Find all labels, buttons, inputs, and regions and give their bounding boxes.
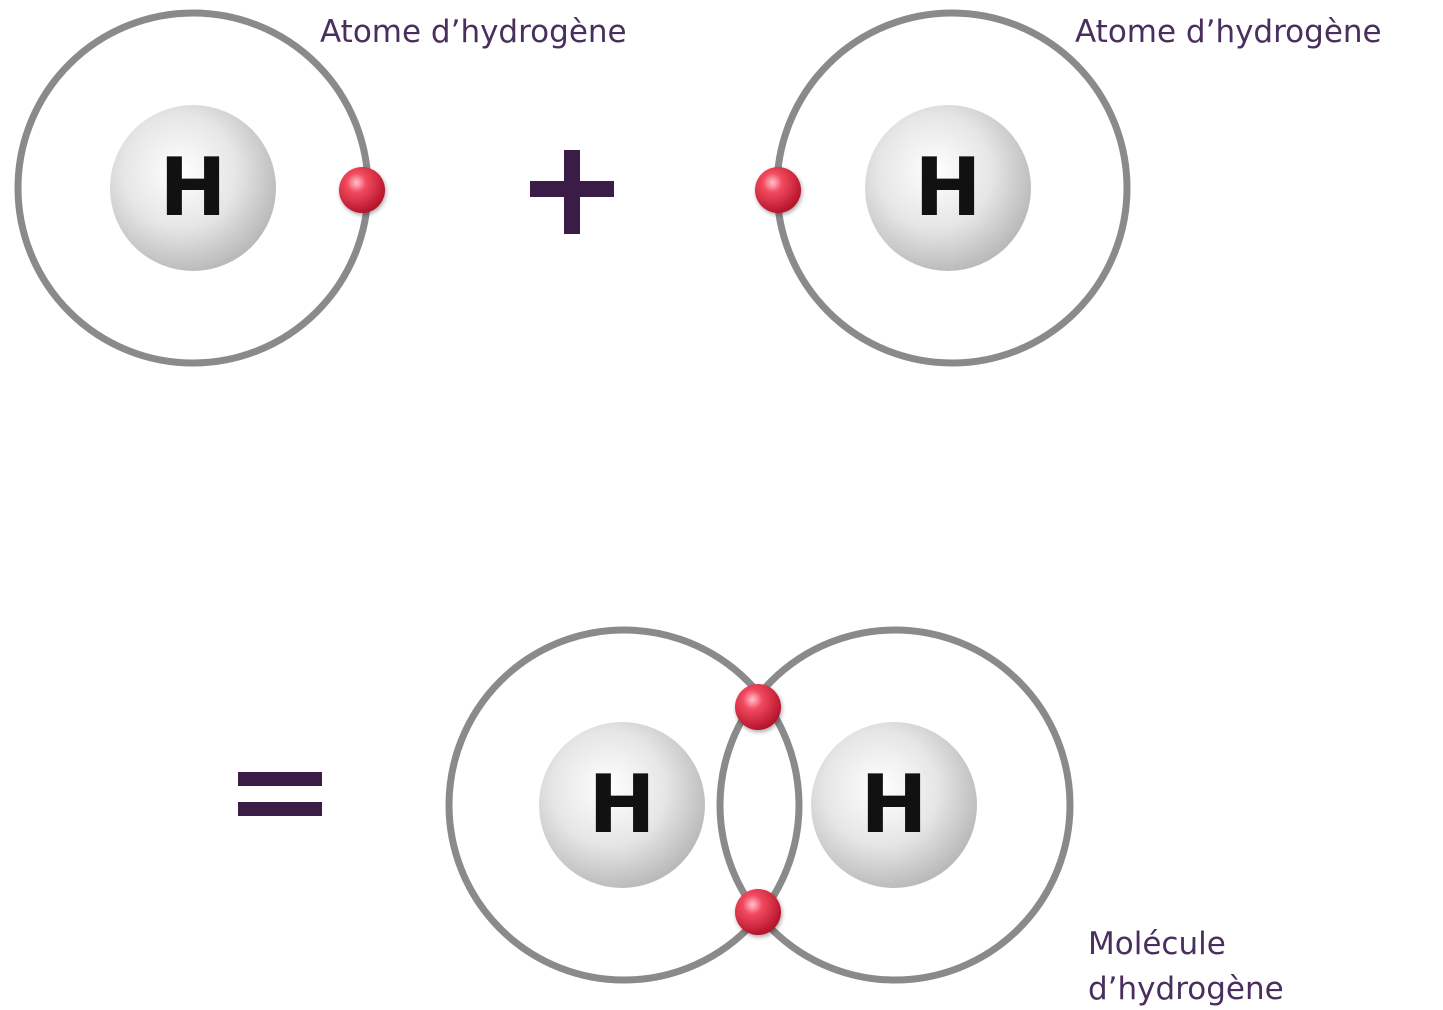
hydrogen-atom-left: H: [14, 9, 385, 367]
plus-sign: [530, 150, 614, 234]
nucleus-right: [811, 722, 977, 888]
electron: [339, 167, 385, 213]
electron: [755, 167, 801, 213]
nucleus-symbol: H: [915, 141, 982, 234]
atom-label-right: Atome d’hydrogène: [1075, 14, 1382, 50]
electron-orbit-right: [716, 626, 1074, 984]
nucleus-symbol: H: [861, 758, 928, 851]
shared-electron-top: [735, 684, 781, 730]
molecule-label-line2: d’hydrogène: [1088, 971, 1284, 1007]
molecule-label-line1: Molécule: [1088, 926, 1226, 962]
nucleus: [865, 105, 1031, 271]
shared-electron-bottom: [735, 889, 781, 935]
nucleus-left: [539, 722, 705, 888]
nucleus: [110, 105, 276, 271]
hydrogen-atom-right: H: [755, 9, 1131, 367]
nucleus-symbol: H: [160, 141, 227, 234]
equals-sign: [238, 772, 322, 816]
nucleus-symbol: H: [589, 758, 656, 851]
atom-label-left: Atome d’hydrogène: [320, 14, 627, 50]
hydrogen-molecule: H H: [445, 626, 1074, 984]
electron-orbit-left: [445, 626, 803, 984]
